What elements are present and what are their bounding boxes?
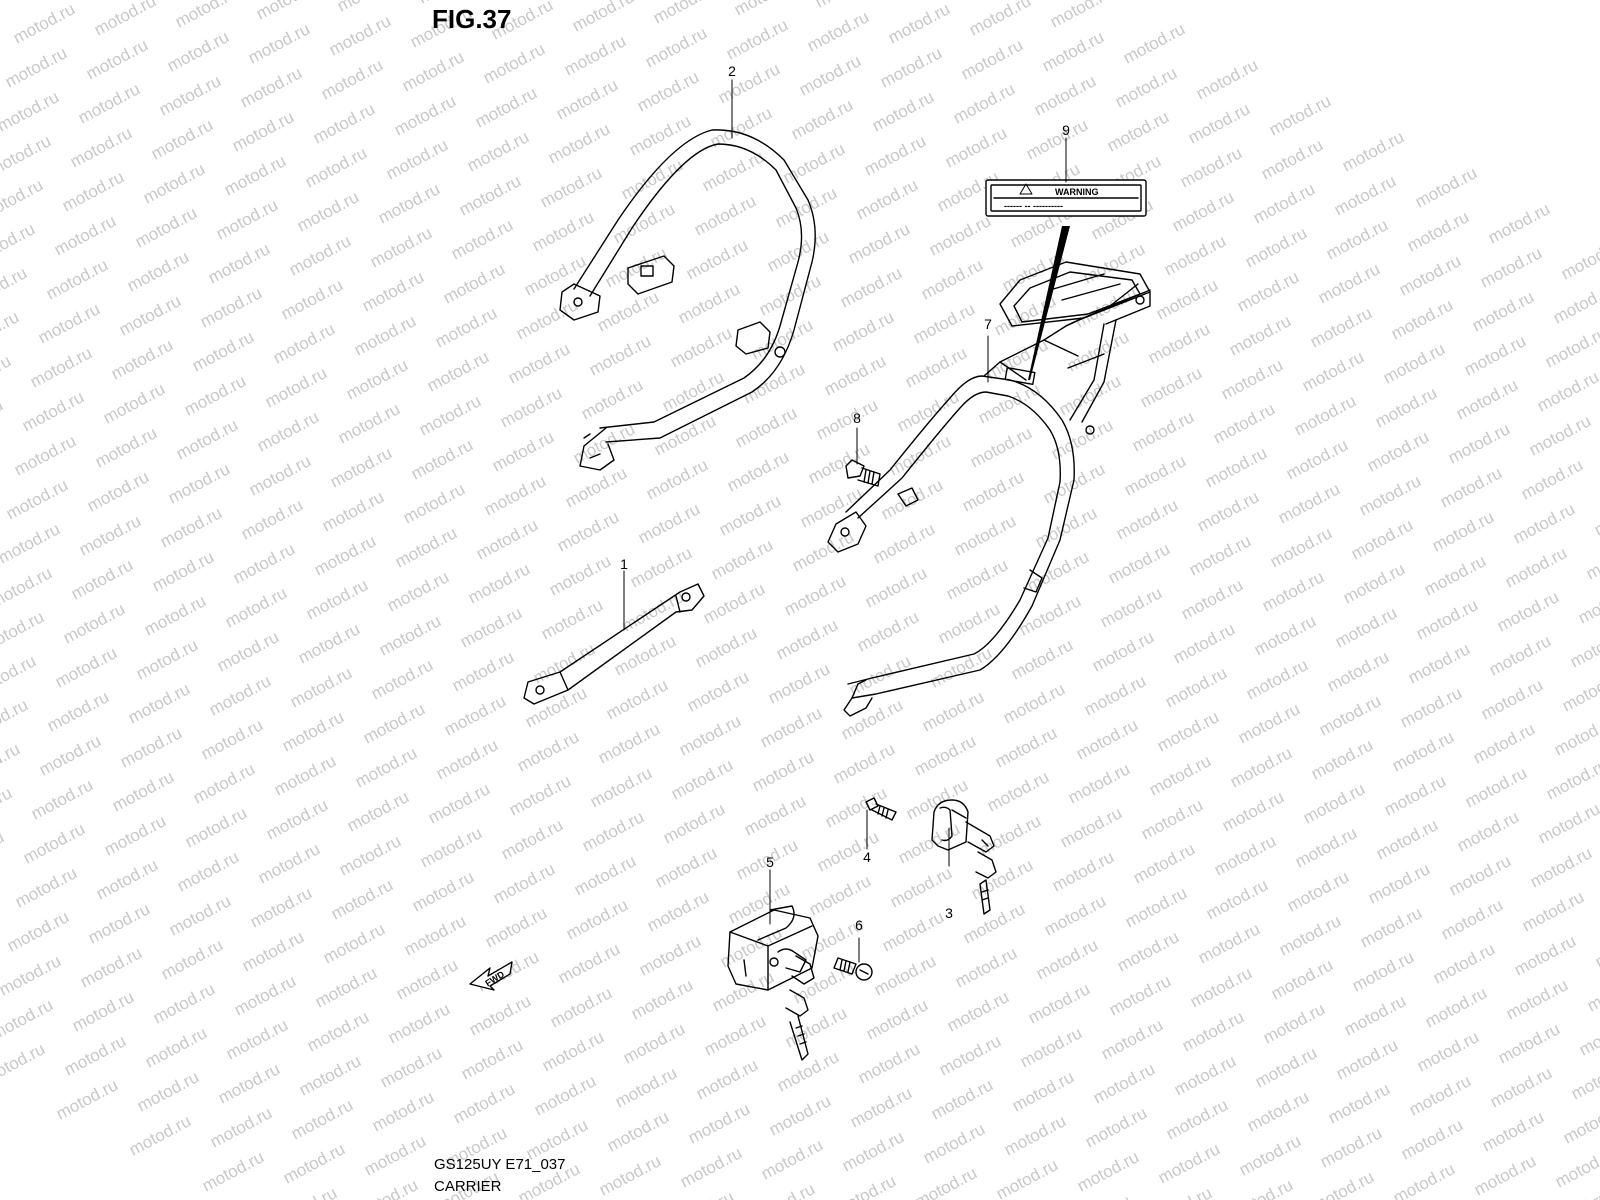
rear-carrier-drawing: [827, 261, 1151, 717]
callout-part-6: 6: [855, 917, 863, 933]
callout-part-9: 9: [1062, 122, 1070, 138]
warning-sticker-drawing: WARNING ------ -- ----------: [985, 179, 1147, 217]
carrier-bolt-drawing: [845, 459, 881, 487]
figure-title: FIG.37: [432, 4, 512, 34]
callout-part-8: 8: [853, 410, 861, 426]
carrier-brace-drawing: [523, 583, 705, 705]
callout-part-2: 2: [728, 63, 736, 79]
callout-part-5: 5: [766, 854, 774, 870]
warning-sticker-body: ------ -- ----------: [1004, 201, 1063, 211]
lock-screw-drawing: [865, 797, 897, 821]
callout-part-3: 3: [945, 905, 953, 921]
grab-rail-drawing: [559, 129, 816, 471]
helmet-lock-drawing: [727, 905, 819, 1061]
section-name: CARRIER: [434, 1178, 502, 1195]
forward-direction-arrow: FWD: [469, 961, 513, 991]
callout-part-4: 4: [863, 849, 871, 865]
leader-lines: [623, 79, 1070, 963]
warning-sticker-heading: WARNING: [1055, 187, 1099, 197]
seat-lock-set-drawing: [931, 799, 997, 915]
helmet-lock-screw-drawing: [833, 957, 873, 981]
callout-part-1: 1: [620, 556, 628, 572]
callout-part-7: 7: [984, 316, 992, 332]
model-code: GS125UY E71_037: [434, 1156, 566, 1173]
